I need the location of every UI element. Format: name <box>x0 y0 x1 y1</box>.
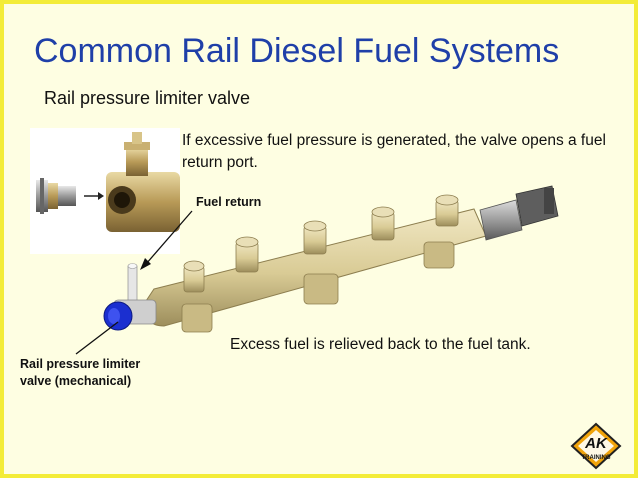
fuel-return-pipe <box>127 263 138 303</box>
slide-subtitle: Rail pressure limiter valve <box>44 88 251 108</box>
valve-body-part <box>106 132 180 232</box>
limiter-valve-label-line-2: valve (mechanical) <box>20 374 132 388</box>
logo-main-text: AK <box>584 435 608 452</box>
rail-mounting-bosses <box>181 241 455 333</box>
valve-parts-photo <box>30 128 180 254</box>
limiter-valve-label: Rail pressure limiter valve (mechanical) <box>20 356 140 390</box>
assembly-arrow-icon <box>84 192 104 200</box>
limiter-valve-label-line-1: Rail pressure limiter <box>20 357 141 371</box>
fuel-return-pointer <box>140 210 193 270</box>
slide-title: Common Rail Diesel Fuel Systems <box>34 32 560 70</box>
excess-fuel-text: Excess fuel is relieved back to the fuel… <box>230 336 531 353</box>
logo-sub-text: TRAINING <box>582 455 611 461</box>
valve-plunger-part <box>36 178 76 214</box>
limiter-valve-pointer <box>75 321 119 355</box>
rail-pressure-limiter-valve <box>103 299 157 331</box>
injector-outlet-ports <box>183 194 459 293</box>
rail-pressure-sensor <box>479 185 559 241</box>
fuel-rail-illustration <box>75 185 559 355</box>
fuel-return-label: Fuel return <box>196 195 262 209</box>
valve-description: If excessive fuel pressure is generated,… <box>182 132 606 171</box>
ak-training-logo: AK TRAINING <box>570 422 622 470</box>
